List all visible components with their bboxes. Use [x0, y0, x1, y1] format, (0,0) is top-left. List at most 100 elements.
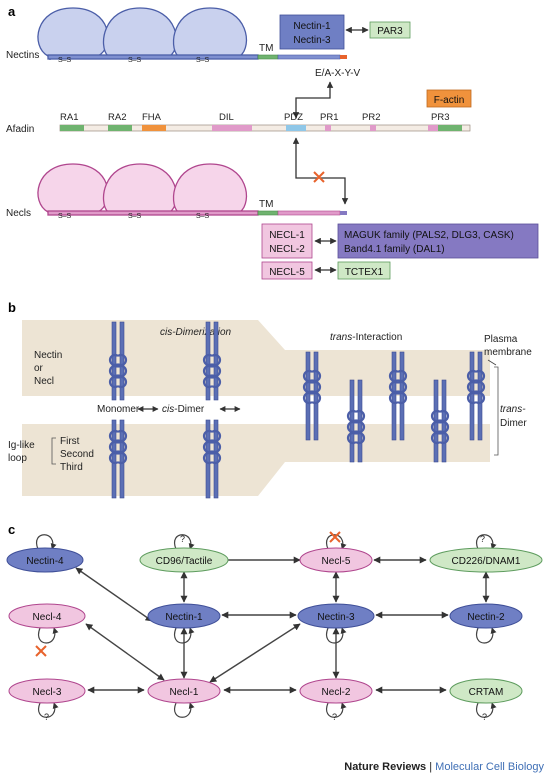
- afadin-pr3a: [428, 125, 438, 131]
- tctex-label: TCTEX1: [345, 267, 384, 278]
- domain-pdz: PDZ: [284, 112, 303, 123]
- necl-motif-end: [340, 211, 347, 215]
- ig-domain-loop: [346, 409, 366, 423]
- iglike-label-1: Ig-like: [8, 440, 35, 451]
- domain-pr3: PR3: [431, 112, 449, 123]
- ig-domain-loop: [108, 440, 128, 454]
- maguk-line1: MAGUK family (PALS2, DLG3, CASK): [344, 230, 514, 241]
- node-crtam-label: CRTAM: [469, 687, 504, 698]
- afadin-ra2: [108, 125, 132, 131]
- node-crtam: [449, 678, 523, 704]
- ig-domain-loop: [202, 364, 222, 378]
- afadin-pr3b: [438, 125, 462, 131]
- molecule-stalk: [477, 351, 483, 441]
- ig-domain-loop: [202, 375, 222, 389]
- arrow-afadin-necl: [292, 137, 349, 205]
- cis-dimer-label: cis-Dimer: [162, 404, 205, 415]
- node-cd96-label: CD96/Tactile: [156, 556, 213, 567]
- self-loop-nectin4: [35, 534, 57, 550]
- self-loop-nectin3: [325, 627, 347, 644]
- node-necl4: [8, 603, 86, 629]
- node-necl5: [299, 547, 373, 573]
- node-nectin2: [449, 603, 523, 629]
- trans-interaction-label: trans-Interaction: [330, 332, 402, 343]
- necl-5-label: NECL-5: [269, 267, 305, 278]
- molecule-stalk: [205, 419, 211, 499]
- nectins-label: Nectins: [6, 50, 39, 61]
- pm-leader: [487, 359, 497, 366]
- node-necl3-label: Necl-3: [33, 687, 62, 698]
- loop-second: Second: [60, 449, 94, 460]
- nectin-box-line2: Nectin-3: [293, 35, 331, 46]
- ig-domain-loop: [108, 375, 128, 389]
- domain-pr2: PR2: [362, 112, 380, 123]
- node-nectin1-label: Nectin-1: [165, 612, 203, 623]
- self-loop-crtam: [475, 702, 497, 718]
- node-nectin1: [147, 603, 221, 629]
- iglike-bracket: [51, 437, 56, 465]
- trans-dimer-rest: Dimer: [500, 418, 527, 429]
- node-necl2: [299, 678, 373, 704]
- ig-domain-loop: [430, 409, 450, 423]
- par3-box: [369, 21, 411, 39]
- nectin-or-necl-3: Necl: [34, 376, 54, 387]
- panel-c-letter: c: [8, 522, 15, 537]
- trans-dimer-em: trans-: [500, 404, 526, 415]
- ig-domain-loop: [302, 369, 322, 383]
- maguk-box: [337, 223, 539, 259]
- necl-loops: [37, 163, 259, 216]
- ss-bond-3: S–S: [196, 57, 210, 64]
- question-cd96: ?: [180, 534, 185, 544]
- molecule-stalk: [119, 321, 125, 401]
- self-loop-necl2: [325, 702, 347, 718]
- domain-pr1: PR1: [320, 112, 338, 123]
- self-loop-cd226: [475, 534, 497, 550]
- iglike-label-2: loop: [8, 453, 27, 464]
- self-loop-necl4: [37, 627, 59, 644]
- molecule-stalk: [305, 351, 311, 441]
- monomer-label: Monomer: [97, 404, 140, 415]
- ig-domain-loop: [346, 431, 366, 445]
- ig-domain-loop: [388, 391, 408, 405]
- arrow-nectin-afadin: [292, 81, 334, 119]
- blocked-x-c: [35, 531, 341, 657]
- tm-label-nectin: TM: [259, 43, 273, 54]
- node-nectin3: [297, 603, 375, 629]
- ss-bond-6: S–S: [196, 213, 210, 220]
- ig-domain-loop: [466, 380, 486, 394]
- question-cd226: ?: [480, 534, 485, 544]
- interaction-edges: [75, 556, 490, 694]
- ig-domain-loop: [108, 353, 128, 367]
- motif-label: E/A-X-Y-V: [315, 68, 361, 79]
- nodes: Nectin-4 CD96/Tactile Necl-5 CD226/DNAM1…: [6, 547, 543, 704]
- domain-ra1: RA1: [60, 112, 78, 123]
- ss-bond-1: S–S: [58, 57, 72, 64]
- afadin-dil: [212, 125, 252, 131]
- nectin-motif-end: [340, 55, 347, 59]
- blocked-x-necl4-b: [35, 645, 47, 657]
- node-nectin3-label: Nectin-3: [317, 612, 355, 623]
- ss-bond-5: S–S: [128, 213, 142, 220]
- ss-bond-4: S–S: [58, 213, 72, 220]
- necl-tm: [257, 210, 279, 216]
- node-nectin4-label: Nectin-4: [26, 556, 64, 567]
- membrane-label: membrane: [484, 347, 532, 358]
- ig-domain-loop: [108, 429, 128, 443]
- node-necl2-label: Necl-2: [322, 687, 351, 698]
- necls-label: Necls: [6, 208, 31, 219]
- molecule-stalk: [111, 321, 117, 401]
- ig-domain-loop: [466, 391, 486, 405]
- self-loop-necl3: [37, 702, 59, 718]
- node-necl3: [8, 678, 86, 704]
- node-necl4-label: Necl-4: [33, 612, 62, 623]
- self-loop-cd96: [173, 534, 195, 550]
- afadin-fha: [142, 125, 166, 131]
- node-nectin4: [6, 547, 84, 573]
- molecule-stalk: [313, 351, 319, 441]
- afadin-label: Afadin: [6, 124, 34, 135]
- par3-label: PAR3: [377, 26, 403, 37]
- blocked-x-a: [313, 171, 325, 183]
- molecule-stalk: [213, 321, 219, 401]
- necl-cytoplasmic-tail: [277, 210, 341, 216]
